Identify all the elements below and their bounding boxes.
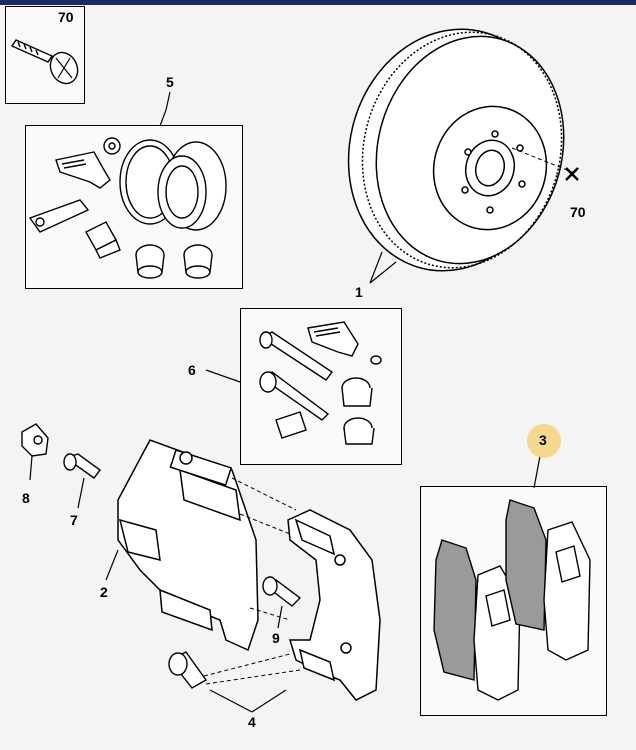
label-2[interactable]: 2	[100, 584, 108, 600]
pads-highlight	[527, 424, 561, 458]
bracket-icon	[287, 509, 381, 701]
bearing-kit-parts	[28, 137, 227, 279]
label-9[interactable]: 9	[272, 630, 280, 646]
label-8[interactable]: 8	[22, 490, 30, 506]
bleed-parts	[21, 423, 101, 479]
label-6[interactable]: 6	[188, 362, 196, 378]
label-5[interactable]: 5	[166, 74, 174, 90]
pin-kit-parts	[259, 321, 382, 445]
brake-disc-icon	[347, 28, 565, 272]
label-7[interactable]: 7	[70, 512, 78, 528]
screw-70-icon	[10, 39, 79, 85]
caliper-icon	[117, 439, 259, 652]
label-4[interactable]: 4	[248, 714, 256, 730]
brake-pads-icon	[433, 499, 591, 701]
bolt-4-icon	[168, 651, 208, 689]
label-70-screw-box: 70	[58, 9, 74, 25]
top-bar	[0, 0, 636, 5]
bolt-9-icon	[262, 576, 302, 607]
label-70-disc[interactable]: 70	[570, 204, 586, 220]
label-3[interactable]: 3	[539, 432, 547, 448]
disc-screw-icon	[565, 167, 579, 181]
label-1[interactable]: 1	[355, 284, 363, 300]
